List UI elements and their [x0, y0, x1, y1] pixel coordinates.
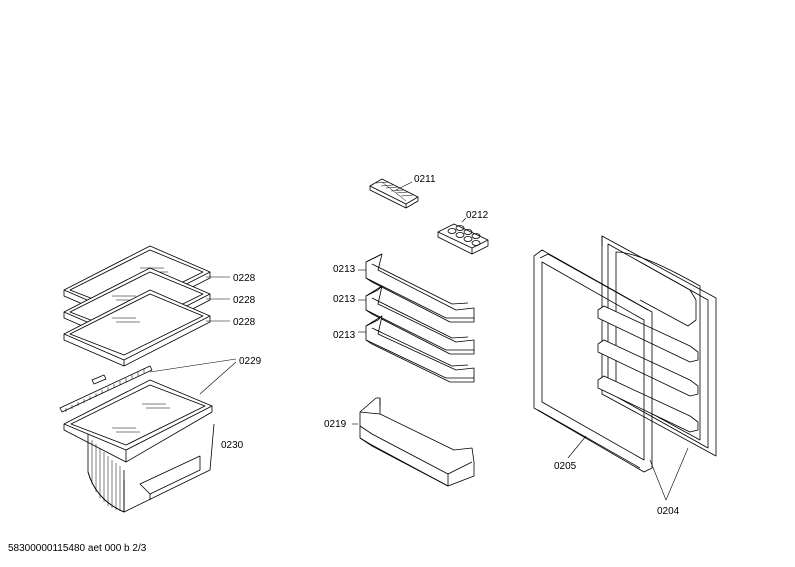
label-0228-bottom: 0228	[233, 317, 256, 328]
egg-tray	[437, 223, 489, 255]
drawer-cover-glass	[63, 379, 213, 463]
door-shelf-bottom	[365, 315, 475, 383]
label-0213-middle: 0213	[333, 294, 356, 305]
label-0213-top: 0213	[333, 264, 356, 275]
label-0228-top: 0228	[233, 273, 256, 284]
label-0204: 0204	[657, 506, 680, 517]
drawer-rail	[59, 365, 153, 413]
label-0228-middle: 0228	[233, 295, 256, 306]
door-gasket	[533, 249, 653, 473]
door-inner-panel	[597, 235, 717, 457]
glass-shelf-bottom	[63, 289, 211, 367]
leader-lines	[149, 181, 689, 501]
label-0230: 0230	[221, 440, 244, 451]
ice-cube-tray	[369, 178, 419, 209]
label-0212: 0212	[466, 210, 489, 221]
document-id-footer: 58300000115480 aet 000 b 2/3	[8, 543, 147, 554]
label-0213-bottom: 0213	[333, 330, 356, 341]
label-0229: 0229	[239, 356, 262, 367]
label-0211: 0211	[414, 174, 436, 185]
bottle-shelf	[359, 397, 475, 487]
label-0219: 0219	[324, 419, 347, 430]
door-shelf-middle	[365, 285, 475, 355]
rail-clip	[91, 374, 107, 385]
door-shelf-top	[365, 253, 475, 323]
label-0205: 0205	[554, 461, 577, 472]
